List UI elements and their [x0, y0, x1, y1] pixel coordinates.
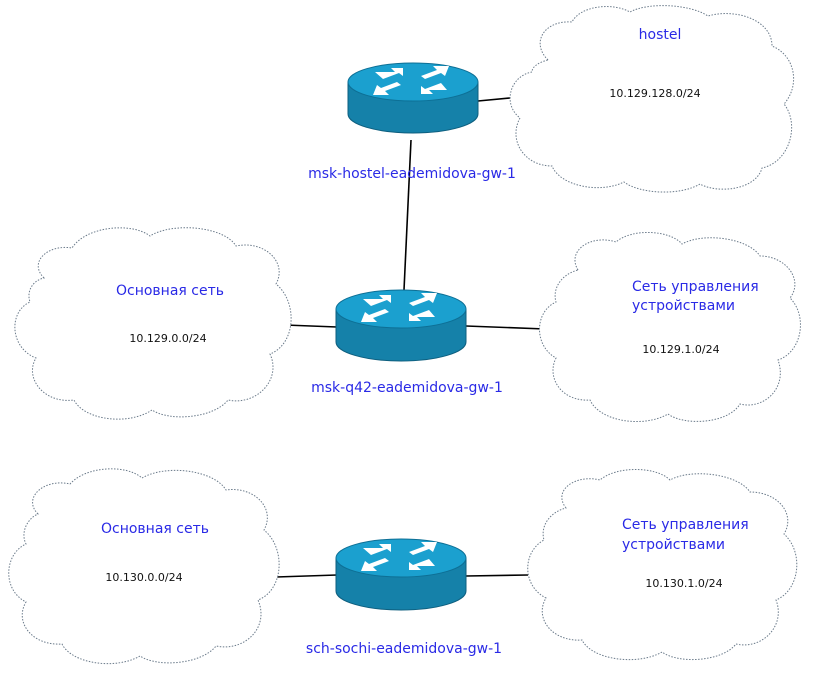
router-q42-gw[interactable]	[335, 289, 467, 362]
link-sochi-main-net-to-sochi-gw	[275, 574, 338, 578]
cloud-subnet: 10.130.0.0/24	[105, 571, 182, 584]
cloud-title: Сеть управления	[622, 517, 749, 533]
cloud-subnet: 10.129.0.0/24	[129, 332, 206, 345]
cloud-title-line2: устройствами	[622, 537, 725, 553]
cloud-title: Сеть управления	[632, 279, 759, 295]
cloud-shape	[14, 227, 292, 420]
link-sochi-gw-to-sochi-mgmt-net	[465, 574, 529, 577]
cloud-msk-mgmt-net: Сеть управления устройствами 10.129.1.0/…	[539, 231, 801, 422]
cloud-subnet: 10.129.1.0/24	[642, 343, 719, 356]
cloud-shape	[509, 5, 794, 193]
router-top	[335, 289, 467, 329]
router-top	[347, 62, 479, 102]
cloud-shape	[539, 231, 801, 422]
cloud-sochi-main-net: Основная сеть 10.130.0.0/24	[8, 468, 280, 665]
link-hostel-gw-to-q42-gw	[403, 139, 412, 291]
cloud-msk-main-net: Основная сеть 10.129.0.0/24	[14, 227, 292, 420]
cloud-title: Основная сеть	[101, 521, 209, 537]
router-label: msk-hostel-eademidova-gw-1	[308, 166, 516, 182]
cloud-shape	[527, 469, 798, 661]
cloud-shape	[8, 468, 280, 665]
cloud-subnet: 10.130.1.0/24	[645, 577, 722, 590]
router-top	[335, 538, 467, 578]
cloud-title-line2: устройствами	[632, 298, 735, 314]
cloud-sochi-mgmt-net: Сеть управления устройствами 10.130.1.0/…	[527, 469, 798, 661]
cloud-title: Основная сеть	[116, 283, 224, 299]
router-label: msk-q42-eademidova-gw-1	[311, 380, 503, 396]
router-sochi-gw[interactable]	[335, 538, 467, 611]
link-msk-main-net-to-q42-gw	[284, 324, 338, 328]
cloud-subnet: 10.129.128.0/24	[609, 87, 700, 100]
router-label: sch-sochi-eademidova-gw-1	[306, 641, 502, 657]
cloud-title: hostel	[639, 27, 682, 43]
link-q42-gw-to-msk-mgmt-net	[465, 325, 546, 330]
router-hostel-gw[interactable]	[347, 62, 479, 134]
cloud-hostel-net: hostel 10.129.128.0/24	[509, 5, 794, 193]
